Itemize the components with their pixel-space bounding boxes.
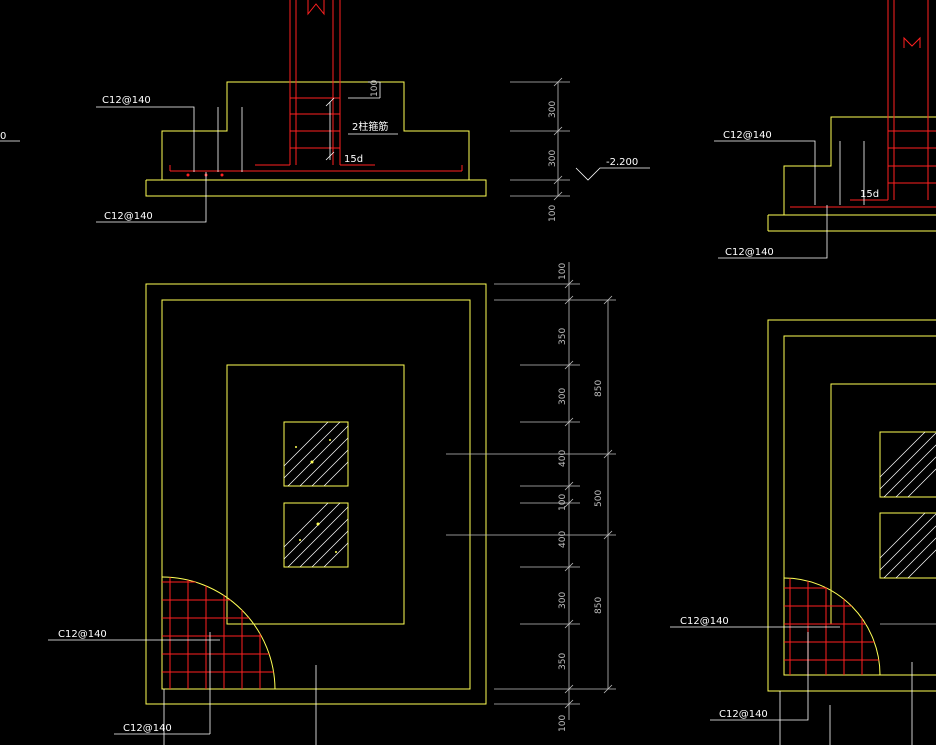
plan-dim-850-bottom: 850 xyxy=(594,597,604,614)
right-foundation-plan xyxy=(670,319,936,745)
right-plan-rebar-label-bottom: C12@140 xyxy=(719,709,768,720)
left-foundation-plan xyxy=(48,283,487,745)
plan-dim-350-bottom: 350 xyxy=(558,653,568,670)
left-anchorage-note: 15d xyxy=(344,154,363,165)
column-stirrup-note: 2柱箍筋 xyxy=(352,120,388,133)
plan-dim-400-bottom: 400 xyxy=(558,531,568,548)
section-dim-1: 300 xyxy=(548,101,558,118)
left-plan-rebar-label-top: C12@140 xyxy=(58,629,107,640)
plan-dim-100-top: 100 xyxy=(558,263,568,280)
section-dimension-column xyxy=(510,77,570,201)
left-plan-rebar-label-bottom: C12@140 xyxy=(123,723,172,734)
plan-dim-500: 500 xyxy=(594,490,604,507)
plan-dim-350-top: 350 xyxy=(558,328,568,345)
elevation-label: -2.200 xyxy=(606,157,638,168)
plan-pedestal-outline xyxy=(226,364,405,625)
right-section-rebar-label-bottom: C12@140 xyxy=(725,247,774,258)
section-dim-3: 100 xyxy=(548,205,558,222)
right-plan-rebar-label-top: C12@140 xyxy=(680,616,729,627)
column-section-upper xyxy=(283,421,349,487)
plan-dim-100-mid: 100 xyxy=(558,494,568,511)
right-section-rebar-label-top: C12@140 xyxy=(723,130,772,141)
left-edge-fragment: 0 xyxy=(0,131,6,142)
stepped-footing-outline xyxy=(161,81,470,180)
column-section-lower xyxy=(283,502,349,568)
plan-dim-400-top: 400 xyxy=(558,450,568,467)
left-foundation-section xyxy=(0,0,487,223)
plan-dim-850-top: 850 xyxy=(594,380,604,397)
plan-dim-300-bottom: 300 xyxy=(558,592,568,609)
base-slab xyxy=(145,179,487,197)
right-anchorage-note: 15d xyxy=(860,189,879,200)
plan-outer-outline xyxy=(145,283,487,705)
left-section-rebar-label-top: C12@140 xyxy=(102,95,151,106)
plan-step-outline xyxy=(161,299,471,690)
plan-dimension-columns xyxy=(446,262,616,720)
left-section-rebar-label-bottom: C12@140 xyxy=(104,211,153,222)
plan-dim-100-bottom: 100 xyxy=(558,715,568,732)
right-foundation-section xyxy=(714,0,936,259)
plan-dim-300-top: 300 xyxy=(558,388,568,405)
left-top-dim: 100 xyxy=(370,80,380,97)
elevation-marker xyxy=(575,167,650,181)
section-dim-2: 300 xyxy=(548,150,558,167)
